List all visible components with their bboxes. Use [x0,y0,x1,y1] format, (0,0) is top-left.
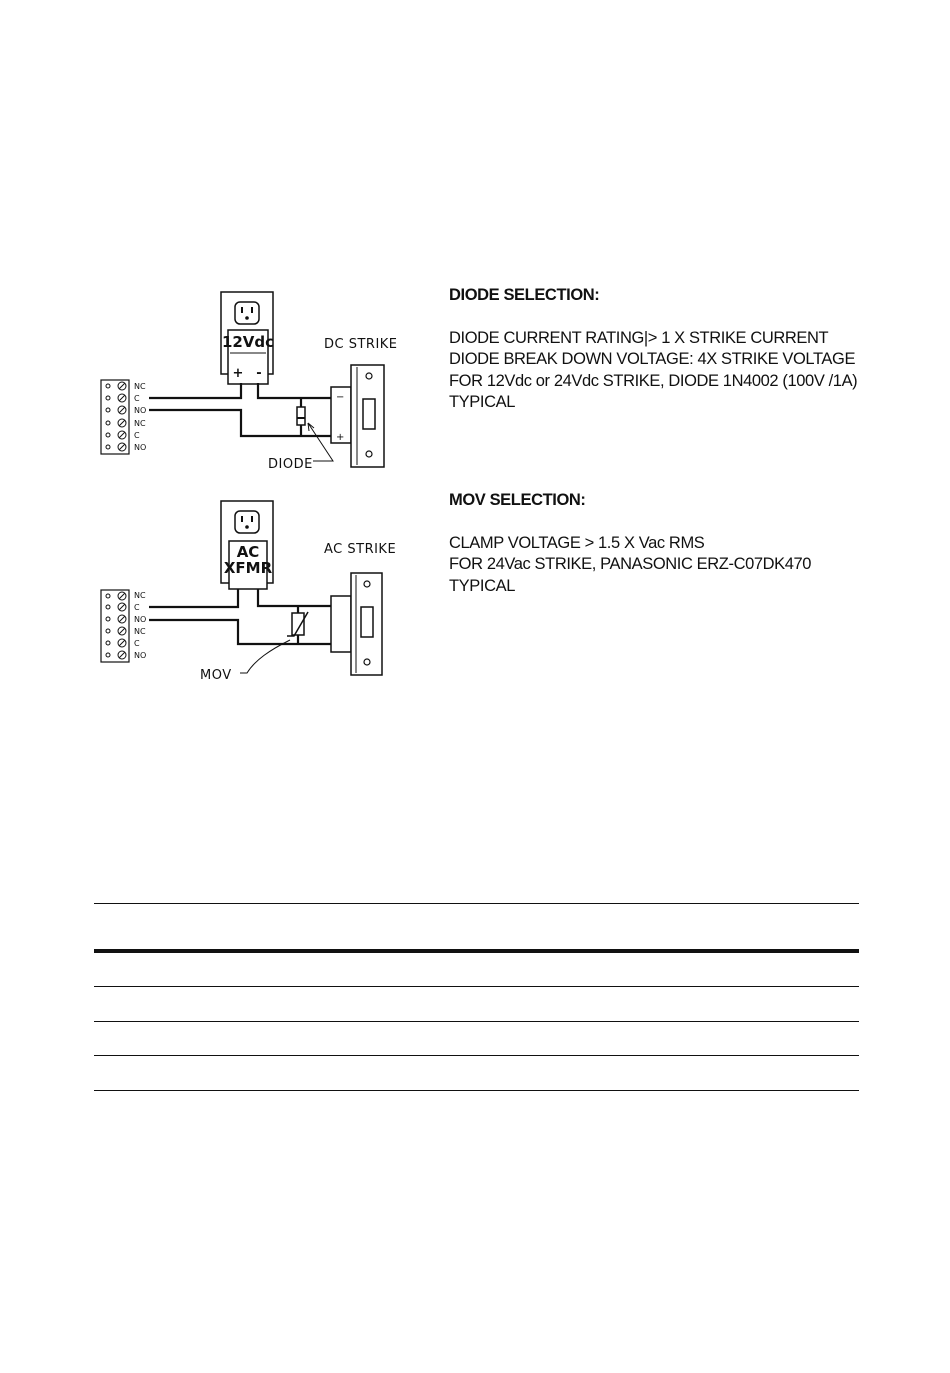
supply-label: 12Vdc [222,333,274,351]
supply-minus: - [256,366,261,381]
terminal-label: C [134,603,140,612]
mov-note-line: CLAMP VOLTAGE > 1.5 X Vac RMS [449,533,705,552]
outlet-icon [234,301,260,325]
terminal-label: NO [134,651,146,660]
diode-selection-heading: DIODE SELECTION: [449,286,600,304]
dc-power-supply: 12Vdc + - [220,291,274,385]
terminal-label: NC [134,382,146,391]
mov-selection-notes: MOV SELECTION: CLAMP VOLTAGE > 1.5 X Vac… [449,490,811,597]
supply-plus: + [233,366,244,381]
ac-strike-title: AC STRIKE [324,542,396,557]
xfmr-label-line2: XFMR [224,559,273,577]
mov-selection-heading: MOV SELECTION: [449,491,586,509]
table-top-rule [94,903,859,904]
mov-symbol [287,611,309,637]
mov-note-line: TYPICAL [449,576,515,595]
dc-strike-title: DC STRIKE [324,337,398,352]
diode-note-line: DIODE BREAK DOWN VOLTAGE: 4X STRIKE VOLT… [449,350,856,368]
relay-terminal-block: NC C NO NC C NO [100,589,146,663]
dc-strike-device: − + [330,364,385,468]
diode-label: DIODE [268,457,313,472]
terminal-screws [105,381,127,452]
diode-note-line: FOR 12Vdc or 24Vdc STRIKE, DIODE 1N4002 … [449,371,858,390]
relay-terminal-block: NC C NO NC C NO [100,379,146,455]
ac-transformer: AC XFMR [220,500,274,590]
terminal-label: C [134,394,140,403]
table-row-rule [94,986,859,987]
diode-note-line: DIODE CURRENT RATING|> 1 X STRIKE CURREN… [449,328,829,347]
terminal-label: NC [134,627,146,636]
outlet-icon [234,510,260,534]
diode-leader-line [307,422,334,462]
leader-arrow [307,422,315,432]
terminal-screws [105,591,127,660]
diode-selection-notes: DIODE SELECTION: DIODE CURRENT RATING|> … [449,285,858,414]
dc-strike-wiring-diagram: 12Vdc + - NC C NO NC C NO DIODE [100,291,398,472]
terminal-label: C [134,639,140,648]
mov-leader-line [240,639,291,674]
diode-symbol [296,406,306,426]
terminal-label: NO [134,443,146,452]
table-header-rule [94,949,859,953]
terminal-label: NC [134,419,146,428]
diode-note-line: TYPICAL [449,393,515,411]
mov-note-line: FOR 24Vac STRIKE, PANASONIC ERZ-C07DK470 [449,555,812,573]
terminal-label: NC [134,591,146,600]
terminal-label: NO [134,406,146,415]
table-row-rule [94,1055,859,1056]
ac-strike-wiring-diagram: AC XFMR NC C NO NC C NO MOV [100,500,396,683]
table-bottom-rule [94,1090,859,1091]
strike-minus: − [336,392,344,403]
terminal-label: NO [134,615,146,624]
wiring [149,589,331,646]
strike-plus: + [336,432,344,443]
ac-strike-device [330,572,383,676]
terminal-label: C [134,431,140,440]
xfmr-label-line1: AC [237,543,260,561]
table-row-rule [94,1021,859,1022]
mov-label: MOV [200,668,232,683]
